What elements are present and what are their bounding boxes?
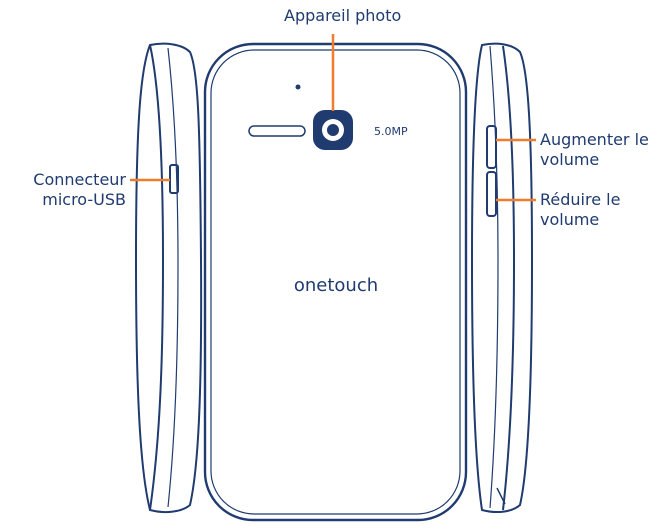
usb-label-line2: micro-USB xyxy=(42,190,126,209)
usb-label-line1: Connecteur xyxy=(33,170,126,189)
usb-label: Connecteur micro-USB xyxy=(10,170,126,210)
back-inner xyxy=(210,49,461,515)
volume-up-label: Augmenter le volume xyxy=(540,130,649,170)
side-left-inner xyxy=(149,44,165,511)
camera-spec-label: 5.0MP xyxy=(374,125,408,138)
side-right-outer xyxy=(470,42,534,514)
side-right-rim xyxy=(489,45,499,509)
side-right-notch xyxy=(496,487,506,505)
speaker-grille xyxy=(248,125,306,137)
volume-down-key xyxy=(486,171,497,217)
camera-lens xyxy=(327,124,339,136)
volume-down-label-line1: Réduire le xyxy=(540,190,621,209)
mic-dot xyxy=(295,84,301,90)
camera-label: Appareil photo xyxy=(284,6,402,25)
back-outer xyxy=(203,42,468,522)
brand-logo: onetouch xyxy=(294,275,378,296)
volume-up-label-line1: Augmenter le xyxy=(540,130,649,149)
side-left-rim xyxy=(167,47,179,508)
side-left-outer xyxy=(134,42,203,514)
volume-down-label-line2: volume xyxy=(540,210,600,229)
side-right-inner xyxy=(502,45,516,511)
left-side-view xyxy=(134,42,203,514)
volume-down-label: Réduire le volume xyxy=(540,190,620,230)
callouts xyxy=(130,34,536,202)
volume-up-label-line2: volume xyxy=(540,150,600,169)
right-side-view xyxy=(470,42,534,514)
back-view xyxy=(203,42,468,522)
volume-up-key xyxy=(486,125,497,169)
